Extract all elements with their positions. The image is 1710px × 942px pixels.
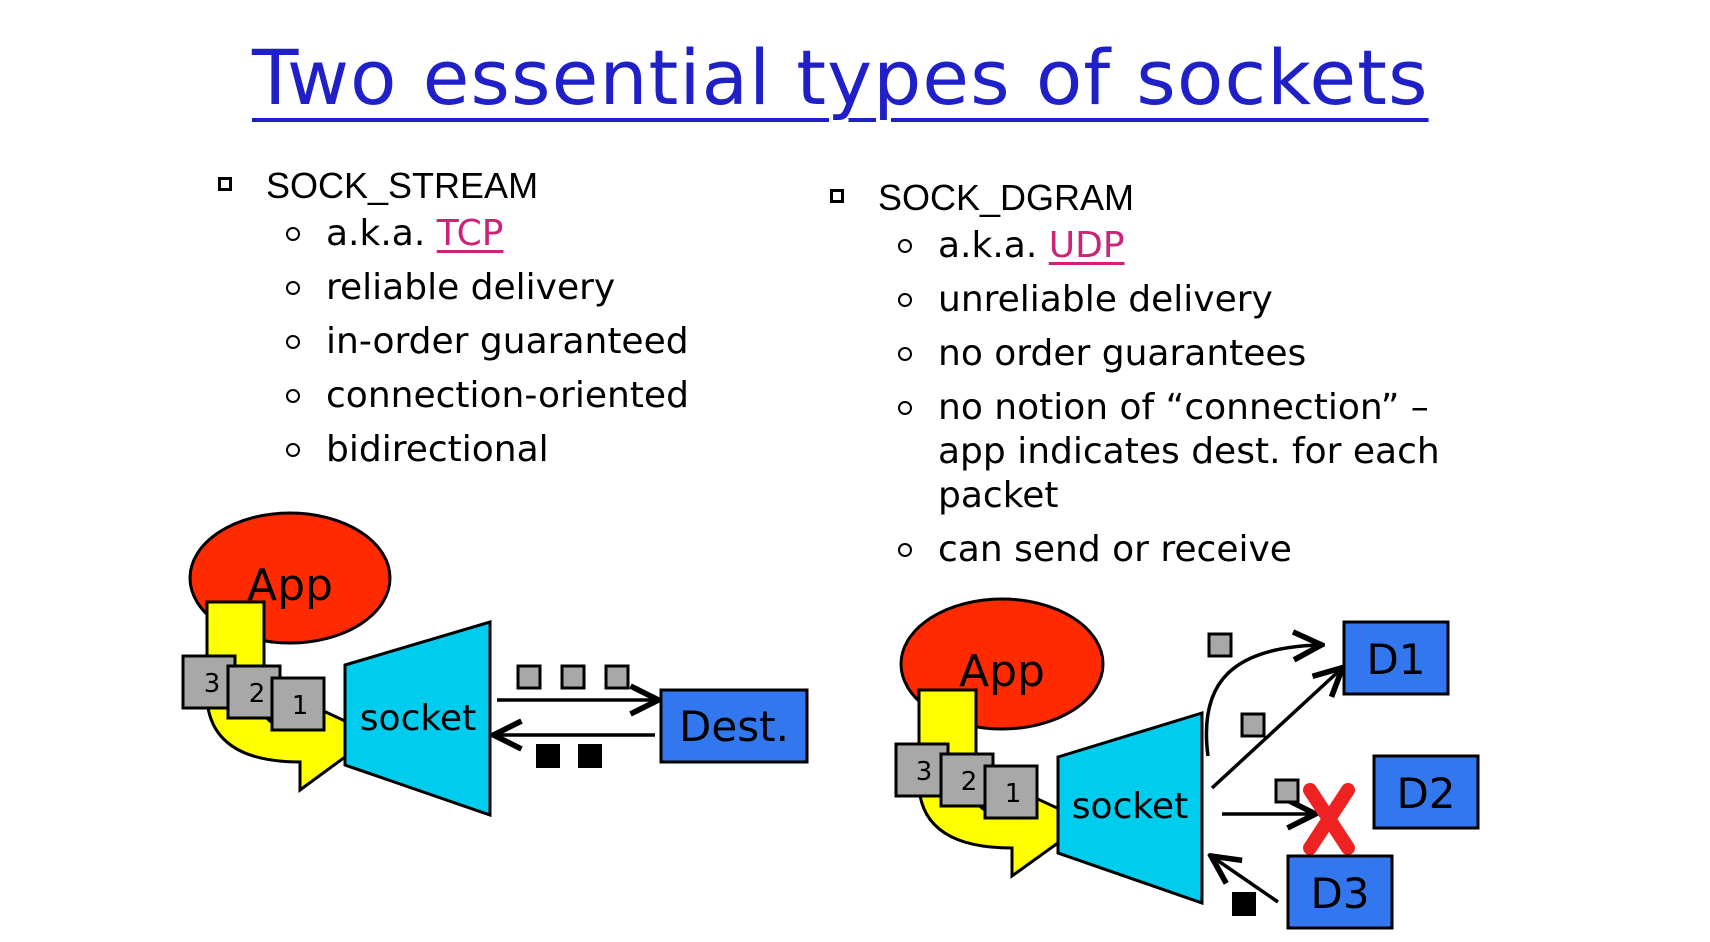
dest-d2-label: D2 <box>1396 769 1455 818</box>
packet-2-label: 2 <box>249 679 266 709</box>
incoming-packet <box>1232 892 1256 916</box>
dest-label: Dest. <box>679 702 789 751</box>
circle-bullet-icon <box>898 401 912 415</box>
circle-bullet-icon <box>898 293 912 307</box>
socket-trapezoid <box>343 619 492 818</box>
sock-dgram-heading-row: SOCK_DGRAM <box>830 172 1550 224</box>
sock-stream-list: a.k.a. TCP reliable delivery in-order gu… <box>218 212 858 472</box>
sock-stream-heading: SOCK_STREAM <box>266 165 539 206</box>
packet-small <box>1274 778 1300 804</box>
sock-dgram-column: SOCK_DGRAM a.k.a. UDP unreliable deliver… <box>830 172 1550 582</box>
circle-bullet-icon <box>286 389 300 403</box>
dest-d3-label: D3 <box>1310 869 1369 918</box>
dest-d1-box <box>1342 620 1450 696</box>
circle-bullet-icon <box>898 543 912 557</box>
list-item: no order guarantees <box>898 332 1550 376</box>
circle-bullet-icon <box>286 281 300 295</box>
packet-3-label: 3 <box>204 669 221 699</box>
circle-bullet-icon <box>286 443 300 457</box>
sock-dgram-heading: SOCK_DGRAM <box>878 177 1135 218</box>
outgoing-packet <box>560 664 586 690</box>
circle-bullet-icon <box>286 227 300 241</box>
arrow-to-d1-straight <box>1210 670 1340 790</box>
box-bullet-icon <box>830 189 844 203</box>
circle-bullet-icon <box>898 347 912 361</box>
sock-stream-column: SOCK_STREAM a.k.a. TCP reliable delivery… <box>218 160 858 482</box>
packet-1-label: 1 <box>1005 779 1022 809</box>
outgoing-packet <box>604 664 630 690</box>
tcp-link[interactable]: TCP <box>436 213 504 254</box>
slide-title: Two essential types of sockets <box>252 33 1429 122</box>
packet-1 <box>983 764 1039 820</box>
dropped-x-icon <box>1303 783 1355 855</box>
udp-link[interactable]: UDP <box>1048 225 1125 266</box>
list-item: no notion of “connection” – app indicate… <box>898 386 1458 518</box>
sock-stream-heading-row: SOCK_STREAM <box>218 160 858 212</box>
circle-bullet-icon <box>898 239 912 253</box>
packet-small <box>1207 632 1233 658</box>
arrow-from-d3 <box>1214 858 1279 904</box>
packet-small <box>1240 712 1266 738</box>
arrow-to-d1-curved <box>1204 645 1318 757</box>
dest-d2-box <box>1372 754 1480 830</box>
incoming-packet <box>536 744 560 768</box>
outgoing-packet <box>516 664 542 690</box>
packet-3-label: 3 <box>916 757 933 787</box>
list-item: can send or receive <box>898 528 1550 572</box>
circle-bullet-icon <box>286 335 300 349</box>
packet-2-label: 2 <box>961 767 978 797</box>
box-bullet-icon <box>218 177 232 191</box>
list-item: bidirectional <box>286 428 858 472</box>
list-item: a.k.a. UDP <box>898 224 1550 268</box>
list-item: connection-oriented <box>286 374 858 418</box>
list-item: a.k.a. TCP <box>286 212 858 256</box>
sock-dgram-list: a.k.a. UDP unreliable delivery no order … <box>830 224 1550 572</box>
socket-trapezoid <box>1056 710 1204 906</box>
dest-box <box>659 688 809 764</box>
packet-3 <box>181 654 237 710</box>
dest-d3-box <box>1286 854 1394 930</box>
list-item: unreliable delivery <box>898 278 1550 322</box>
packet-3 <box>894 742 950 798</box>
udp-diagram: App socket 3 2 1 D1 D2 D3 <box>894 597 1480 930</box>
dest-d1-label: D1 <box>1366 635 1425 684</box>
list-item: reliable delivery <box>286 266 858 310</box>
packet-1-label: 1 <box>292 691 309 721</box>
socket-label: socket <box>1072 786 1188 827</box>
packet-1 <box>270 676 326 732</box>
tcp-diagram: App socket 3 2 1 Dest. <box>181 511 809 818</box>
socket-label: socket <box>360 698 476 739</box>
list-item: in-order guaranteed <box>286 320 858 364</box>
incoming-packet <box>578 744 602 768</box>
